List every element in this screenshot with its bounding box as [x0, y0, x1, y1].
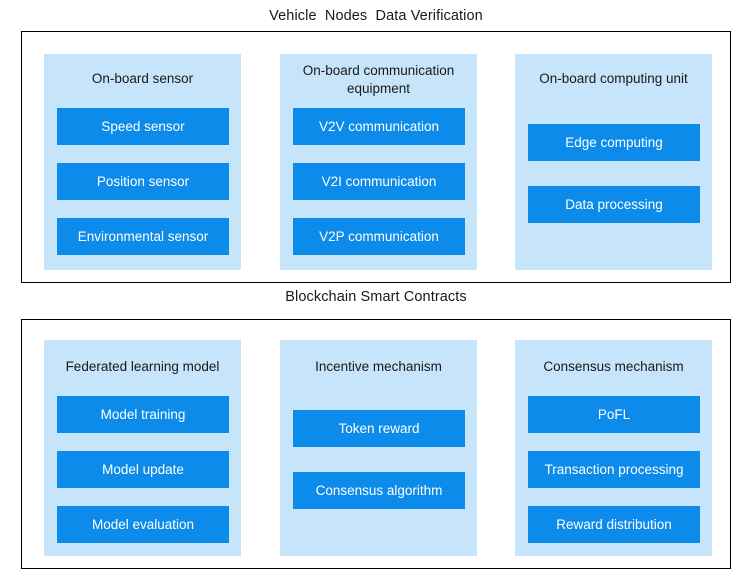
group-title-consensus-mechanism: Consensus mechanism — [543, 359, 684, 374]
item-v2i-communication[interactable]: V2I communication — [293, 163, 465, 200]
group-title-on-board-sensor: On-board sensor — [91, 71, 194, 86]
group-panel-consensus-mechanism: Consensus mechanism PoFL Transaction pro… — [515, 340, 712, 556]
section-title-vehicle-nodes: Vehicle Nodes Data Verification — [269, 8, 483, 24]
item-model-training[interactable]: Model training — [57, 396, 229, 433]
group-panel-on-board-computing-unit: On-board computing unit Edge computing D… — [515, 54, 712, 270]
group-panel-on-board-communication-equipment: On-board communication equipment V2V com… — [280, 54, 477, 270]
group-panel-federated-learning-model: Federated learning model Model training … — [44, 340, 241, 556]
group-title-federated-learning-model: Federated learning model — [65, 359, 220, 374]
item-data-processing[interactable]: Data processing — [528, 186, 700, 223]
item-environmental-sensor[interactable]: Environmental sensor — [57, 218, 229, 255]
item-position-sensor[interactable]: Position sensor — [57, 163, 229, 200]
group-panel-on-board-sensor: On-board sensor Speed sensor Position se… — [44, 54, 241, 270]
section-title-blockchain-smart-contracts: Blockchain Smart Contracts — [285, 289, 467, 305]
group-title-incentive-mechanism: Incentive mechanism — [315, 359, 442, 374]
group-title-on-board-computing-unit: On-board computing unit — [539, 71, 688, 86]
item-model-evaluation[interactable]: Model evaluation — [57, 506, 229, 543]
item-v2v-communication[interactable]: V2V communication — [293, 108, 465, 145]
item-consensus-algorithm[interactable]: Consensus algorithm — [293, 472, 465, 509]
item-token-reward[interactable]: Token reward — [293, 410, 465, 447]
item-v2p-communication[interactable]: V2P communication — [293, 218, 465, 255]
group-panel-incentive-mechanism: Incentive mechanism Token reward Consens… — [280, 340, 477, 556]
item-reward-distribution[interactable]: Reward distribution — [528, 506, 700, 543]
item-edge-computing[interactable]: Edge computing — [528, 124, 700, 161]
group-title-on-board-communication-equipment: On-board communication equipment — [302, 63, 455, 96]
item-model-update[interactable]: Model update — [57, 451, 229, 488]
item-pofl[interactable]: PoFL — [528, 396, 700, 433]
item-speed-sensor[interactable]: Speed sensor — [57, 108, 229, 145]
item-transaction-processing[interactable]: Transaction processing — [528, 451, 700, 488]
